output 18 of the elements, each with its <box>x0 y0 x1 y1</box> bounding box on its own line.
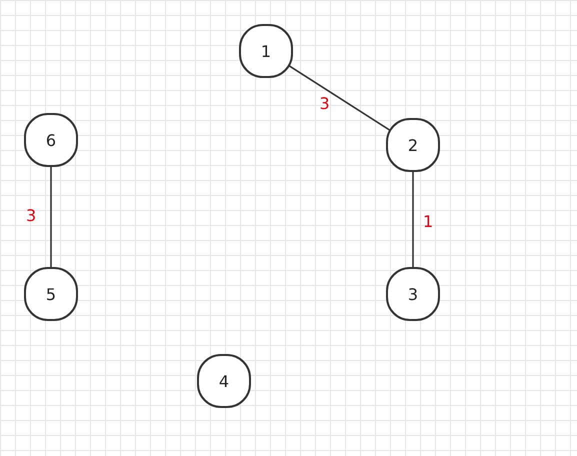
rounded-node <box>386 267 440 321</box>
connector-line <box>288 64 391 132</box>
edge-label: 1 <box>423 214 434 230</box>
rounded-node <box>24 267 78 321</box>
node-label: 2 <box>408 136 418 154</box>
rounded-node <box>386 118 440 172</box>
node-label: 5 <box>46 284 56 304</box>
rounded-node <box>24 113 78 167</box>
node-label: 4 <box>218 372 230 390</box>
edge-label: 3 <box>26 208 36 224</box>
node-label: 6 <box>46 130 56 150</box>
connector-line <box>412 172 414 267</box>
node-label: 3 <box>408 284 418 304</box>
edge-label: 3 <box>320 96 330 112</box>
rounded-node <box>239 24 293 78</box>
rounded-node <box>197 354 251 408</box>
node-label: 1 <box>260 42 272 60</box>
connector-line <box>50 167 52 267</box>
